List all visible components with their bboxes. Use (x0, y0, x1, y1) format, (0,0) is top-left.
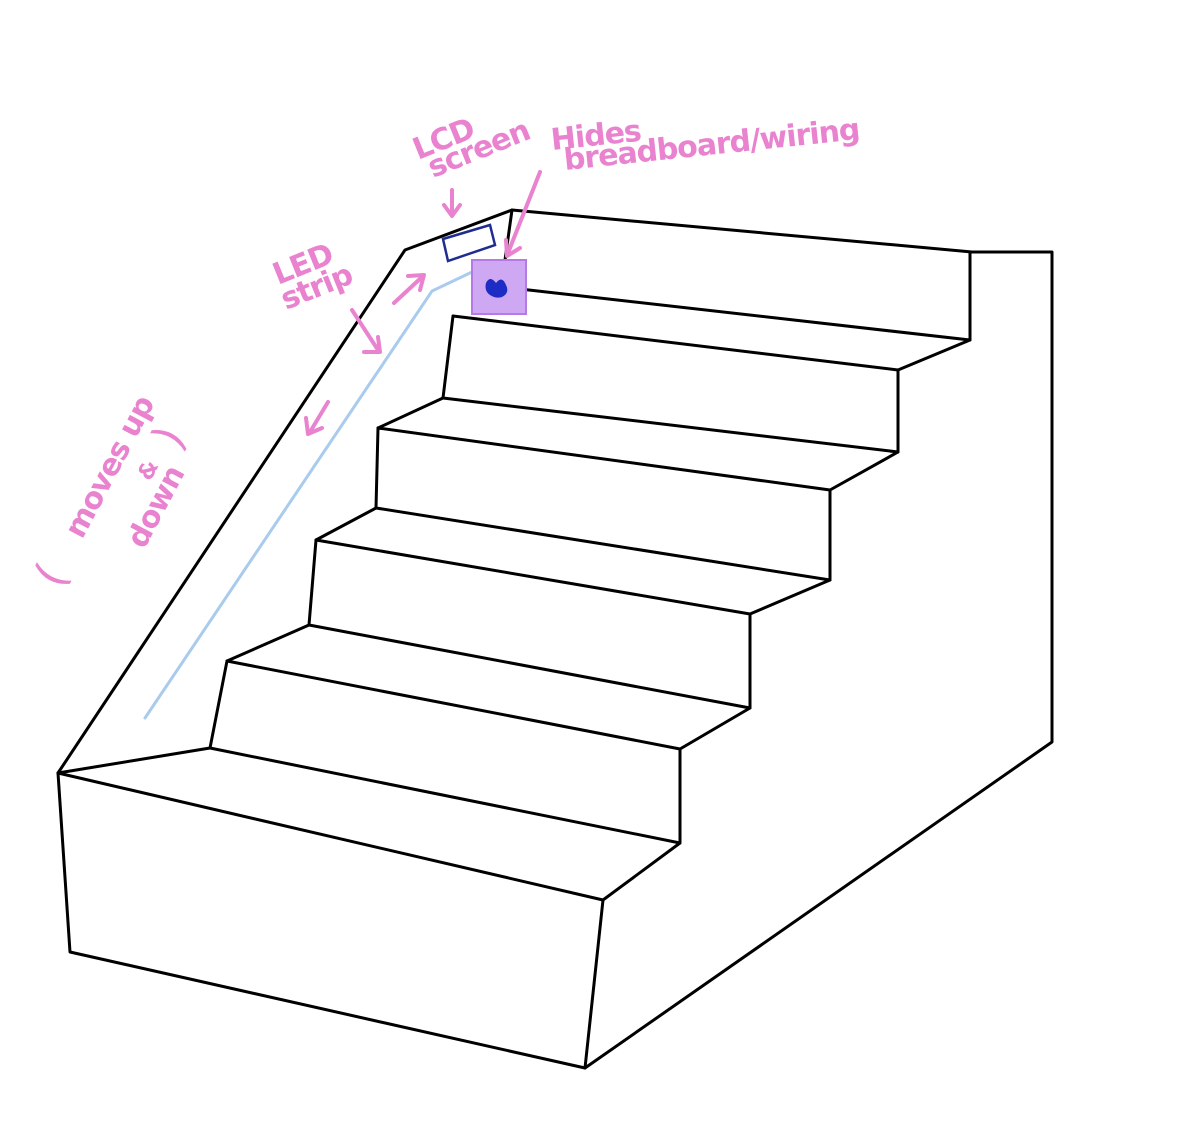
breadboard-cover-box (471, 259, 527, 315)
bottom-step (56, 771, 605, 1070)
step-1-tread-left (451, 314, 900, 372)
staircase (56, 208, 1054, 1070)
led-strip (143, 270, 474, 720)
led-arrow-up-right (392, 273, 426, 305)
hides-arrow (504, 170, 542, 258)
paren-open: ( (25, 557, 78, 595)
paren-close: ) (143, 419, 196, 457)
step-5-tread (56, 746, 212, 775)
step-5-riser (208, 659, 682, 902)
step-4-left (225, 623, 311, 663)
lcd-screen (441, 223, 497, 263)
lcd-arrow (442, 188, 462, 218)
step-3-riser (374, 426, 832, 710)
step-4-tread (225, 659, 682, 751)
step-2-tread (376, 426, 832, 492)
stair-side-wall (56, 208, 514, 775)
step-2-left (376, 396, 445, 430)
top-landing-back-edge (510, 208, 1054, 1070)
step-2-riser (441, 314, 900, 582)
moves-label-line3: down (120, 460, 192, 553)
led-arrow-down-left (304, 400, 330, 436)
step-3-tread (314, 538, 752, 616)
step-1 (518, 287, 972, 454)
step-3-left (314, 506, 378, 542)
annotations: LCD screen Hides breadboard/wiring LED s… (25, 111, 861, 595)
led-arrow-down (350, 308, 382, 354)
step-4-riser (307, 538, 752, 845)
